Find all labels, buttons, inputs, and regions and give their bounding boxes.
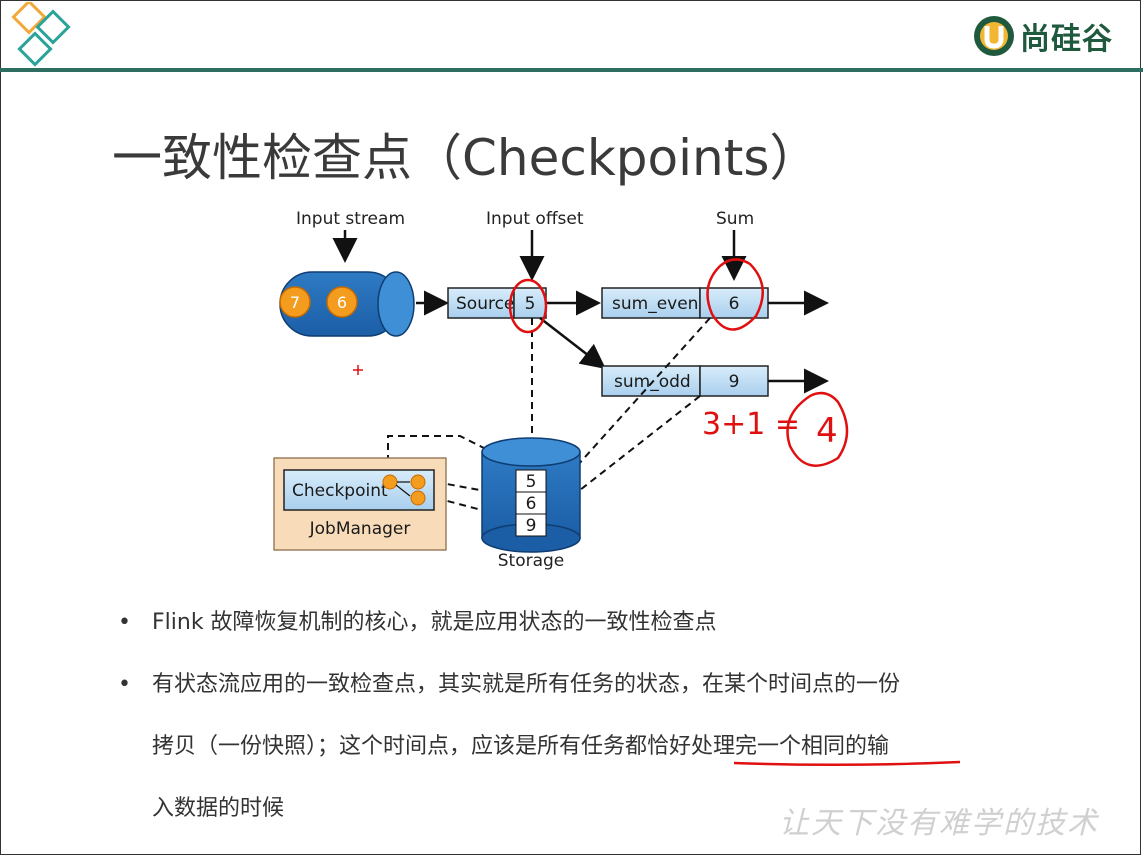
bullet-line: Flink 故障恢复机制的核心，就是应用状态的一致性检查点 <box>152 610 717 635</box>
annotation-text: 3+1 = <box>702 407 800 442</box>
input-stream-label: Input stream <box>296 209 405 229</box>
bullet-dot-icon: • <box>118 672 131 697</box>
bullet-line: 入数据的时候 <box>152 796 285 821</box>
bullet-dot-icon: • <box>118 610 131 635</box>
storage-value: 5 <box>526 472 537 492</box>
brand-logo: 尚硅谷 <box>972 14 1113 58</box>
source-offset-value: 5 <box>525 294 536 314</box>
stream-item-value: 7 <box>290 293 300 312</box>
storage-cylinder: 5 6 9 <box>481 437 581 553</box>
bullet-line: 拷贝（一份快照）；这个时间点，应该是所有任务都恰好处理完一个相同的输 <box>152 734 890 759</box>
storage-label: Storage <box>498 551 565 571</box>
offset-highlight-circle <box>508 278 548 334</box>
bullet-item: • 有状态流应用的一致检查点，其实就是所有任务的状态，在某个时间点的一份 拷贝（… <box>118 654 1038 840</box>
input-offset-label: Input offset <box>486 209 584 229</box>
stream-item-value: 6 <box>337 293 347 312</box>
diamond-logo-icon <box>11 2 71 67</box>
red-underline-annotation <box>733 760 961 767</box>
watermark: 让天下没有难学的技术 <box>779 806 1099 841</box>
result-highlight-circle <box>786 391 849 467</box>
jobmanager-box: Checkpoint JobManager <box>273 457 447 551</box>
header-divider <box>0 68 1143 72</box>
annotation-result: 4 <box>816 411 838 451</box>
jobmanager-label: JobManager <box>309 519 411 539</box>
input-stream-queue: 7 6 <box>279 271 415 337</box>
sum-highlight-circle <box>706 258 764 331</box>
stream-item <box>279 286 311 318</box>
checkpoint-label: Checkpoint <box>292 481 388 501</box>
cursor-cross-icon <box>353 365 363 375</box>
sum-even-label: sum_even <box>612 294 698 314</box>
slide-title: 一致性检查点（Checkpoints） <box>112 129 820 187</box>
u-brand-icon <box>974 16 1014 56</box>
storage-value: 6 <box>526 494 537 514</box>
bullet-list: • Flink 故障恢复机制的核心，就是应用状态的一致性检查点 • 有状态流应用… <box>118 592 1038 840</box>
sum-label: Sum <box>716 209 754 229</box>
sum-even-value: 6 <box>729 294 740 314</box>
bullet-line: 有状态流应用的一致检查点，其实就是所有任务的状态，在某个时间点的一份 <box>152 672 901 697</box>
sum-odd-value: 9 <box>729 372 740 392</box>
sum-even-operator: sum_even 6 <box>601 287 769 319</box>
source-label: Source <box>456 294 514 314</box>
stream-item <box>326 286 358 318</box>
bullet-item: • Flink 故障恢复机制的核心，就是应用状态的一致性检查点 <box>118 592 1038 654</box>
storage-value: 9 <box>526 516 537 536</box>
source-operator: Source 5 <box>447 287 547 319</box>
checkpoint-diagram: Input stream Input offset Sum 7 6 Source… <box>273 209 849 571</box>
brand-name: 尚硅谷 <box>1020 22 1113 57</box>
sum-odd-operator: sum_odd 9 <box>601 365 769 397</box>
